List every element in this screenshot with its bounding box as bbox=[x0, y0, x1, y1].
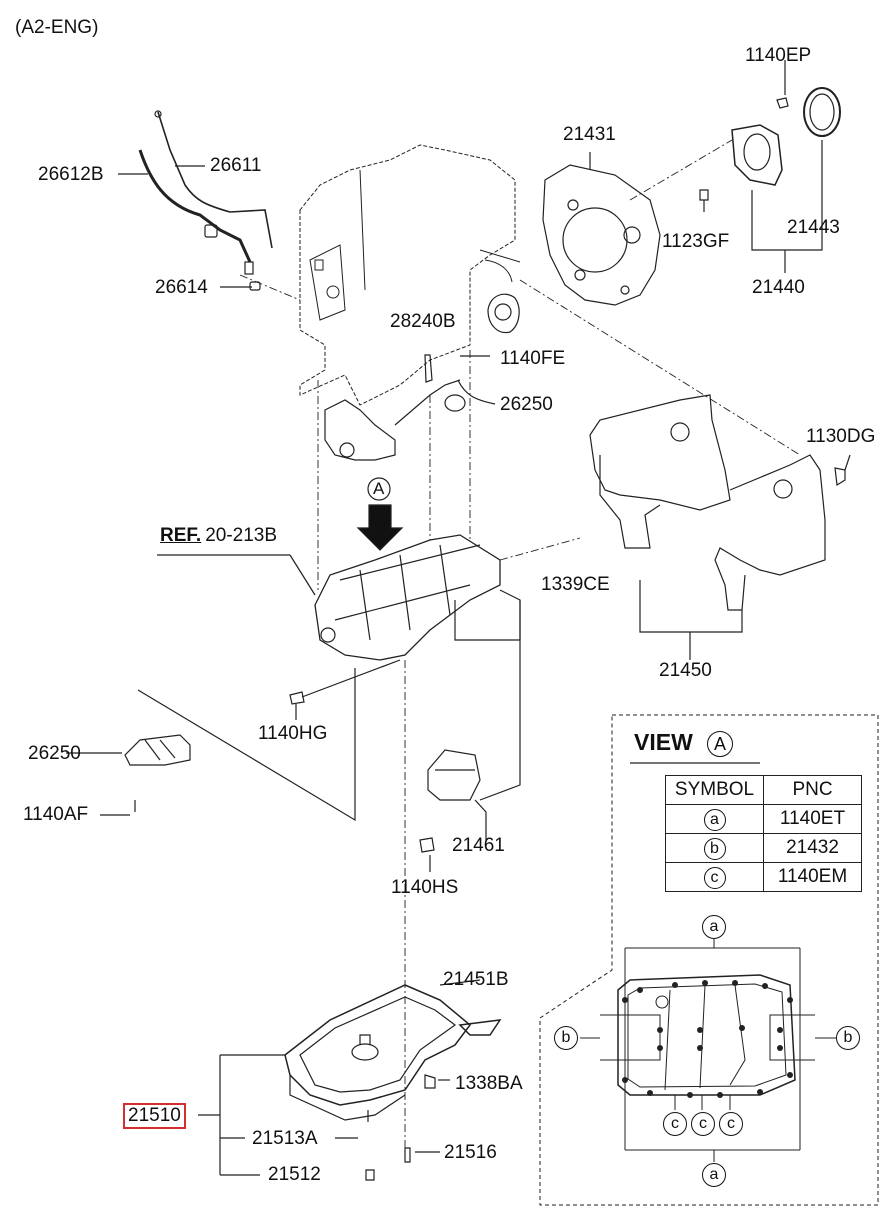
oil-pan bbox=[198, 979, 502, 1181]
part-label-21450[interactable]: 21450 bbox=[659, 660, 712, 681]
symbol-pnc-table: SYMBOL PNC a 1140ET b 21432 c 1140EM bbox=[665, 775, 862, 892]
view-a-marker: A bbox=[707, 731, 733, 757]
part-label-21512[interactable]: 21512 bbox=[268, 1164, 321, 1185]
part-label-21461[interactable]: 21461 bbox=[452, 835, 505, 856]
view-callout-c-1: c bbox=[663, 1112, 687, 1136]
part-label-26614[interactable]: 26614 bbox=[155, 277, 208, 298]
view-callout-a-bottom: a bbox=[702, 1163, 726, 1187]
part-label-21431[interactable]: 21431 bbox=[563, 124, 616, 145]
part-label-1140ep[interactable]: 1140EP bbox=[745, 45, 812, 66]
table-cell-symbol: a bbox=[665, 804, 764, 834]
ladder-frame bbox=[157, 534, 501, 661]
table-cell-pnc[interactable]: 21432 bbox=[763, 833, 862, 863]
table-cell-pnc[interactable]: 1140ET bbox=[763, 804, 862, 834]
part-label-28240b[interactable]: 28240B bbox=[390, 311, 456, 332]
table-header-pnc: PNC bbox=[763, 775, 862, 805]
mount-bracket bbox=[66, 668, 356, 822]
part-label-26611[interactable]: 26611 bbox=[210, 155, 262, 176]
table-cell-symbol: b bbox=[665, 833, 764, 863]
view-a-title: VIEW bbox=[634, 729, 693, 755]
symbol-circle-a: a bbox=[703, 808, 726, 831]
ref-code: 20-213B bbox=[205, 525, 278, 546]
part-label-21440[interactable]: 21440 bbox=[752, 277, 805, 298]
dipstick-assembly bbox=[118, 110, 273, 291]
part-label-21451b[interactable]: 21451B bbox=[443, 969, 509, 990]
ref-label[interactable]: REF.20-213B bbox=[160, 525, 277, 547]
part-label-1123gf[interactable]: 1123GF bbox=[662, 231, 730, 252]
table-cell-pnc[interactable]: 1140EM bbox=[763, 862, 862, 892]
part-label-1140hg[interactable]: 1140HG bbox=[258, 723, 328, 744]
part-label-1338ba[interactable]: 1338BA bbox=[455, 1073, 523, 1094]
part-label-21510-highlighted[interactable]: 21510 bbox=[123, 1103, 186, 1129]
front-cover bbox=[589, 394, 851, 660]
part-label-1339ce[interactable]: 1339CE bbox=[541, 574, 610, 595]
table-header-symbol: SYMBOL bbox=[665, 775, 764, 805]
engine-code-label: (A2-ENG) bbox=[15, 17, 99, 38]
table-row[interactable]: a 1140ET bbox=[665, 804, 862, 834]
guide-lines bbox=[239, 139, 801, 1160]
part-label-21443[interactable]: 21443 bbox=[787, 217, 840, 238]
view-a-bolts bbox=[622, 980, 793, 1098]
table-header-row: SYMBOL PNC bbox=[665, 775, 862, 805]
view-callout-b-left: b bbox=[554, 1026, 578, 1050]
table-row[interactable]: b 21432 bbox=[665, 833, 862, 863]
part-label-1140af[interactable]: 1140AF bbox=[23, 804, 89, 825]
rear-plate bbox=[487, 152, 661, 334]
part-label-26250-top[interactable]: 26250 bbox=[500, 394, 553, 415]
filter-housing bbox=[419, 589, 521, 872]
table-row[interactable]: c 1140EM bbox=[665, 862, 862, 892]
part-label-21516[interactable]: 21516 bbox=[444, 1142, 497, 1163]
ref-prefix: REF. bbox=[160, 525, 202, 546]
engine-block bbox=[299, 144, 521, 406]
rear-seal-assembly bbox=[699, 60, 841, 273]
bolt-1140hg bbox=[289, 659, 401, 720]
symbol-circle-b: b bbox=[703, 837, 726, 860]
view-a-frame bbox=[539, 714, 879, 1206]
part-label-21513a[interactable]: 21513A bbox=[252, 1128, 318, 1149]
view-callout-a-top: a bbox=[702, 915, 726, 939]
part-label-1130dg[interactable]: 1130DG bbox=[806, 426, 876, 447]
table-cell-symbol: c bbox=[665, 862, 764, 892]
view-a-pan bbox=[580, 938, 836, 1162]
oil-pump-area bbox=[324, 354, 496, 461]
part-label-1140fe[interactable]: 1140FE bbox=[500, 348, 566, 369]
part-label-26612b[interactable]: 26612B bbox=[38, 164, 104, 185]
view-callout-c-3: c bbox=[719, 1112, 743, 1136]
symbol-circle-c: c bbox=[703, 866, 726, 889]
view-callout-b-right: b bbox=[836, 1026, 860, 1050]
view-arrow bbox=[356, 477, 404, 551]
part-label-26250-bottom[interactable]: 26250 bbox=[28, 743, 81, 764]
part-label-1140hs[interactable]: 1140HS bbox=[391, 877, 459, 898]
arrow-a-marker: A bbox=[373, 479, 385, 498]
view-callout-c-2: c bbox=[691, 1112, 715, 1136]
